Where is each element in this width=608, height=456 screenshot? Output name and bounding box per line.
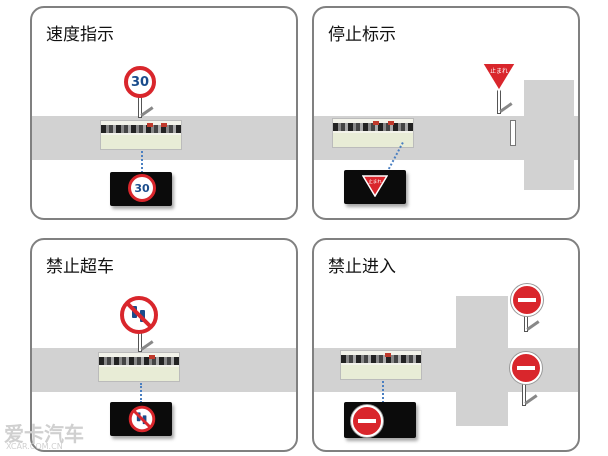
crossroad: [524, 80, 574, 190]
stop-triangle-sign: 止まれ: [481, 62, 517, 92]
display-screen: [344, 402, 416, 438]
panel-title: 停止标示: [328, 25, 396, 45]
screen-stop-icon: 止まれ: [362, 175, 388, 197]
panel-title: 禁止超车: [46, 257, 114, 277]
panel-title: 速度指示: [46, 25, 114, 45]
connector-line: [382, 381, 384, 403]
camera-view-thumbnail: [332, 118, 414, 148]
panel-no-overtaking: 禁止超车: [30, 238, 298, 452]
crossroad: [456, 296, 508, 426]
panel-speed-indication: 速度指示 30 30: [30, 6, 298, 220]
speed-limit-value: 30: [130, 74, 150, 90]
screen-no-overtaking-icon: [128, 405, 156, 433]
connector-line: [140, 383, 142, 403]
pole-shadow: [499, 102, 513, 113]
screen-stop-text: 止まれ: [368, 178, 382, 185]
speed-limit-sign: 30: [124, 66, 156, 98]
screen-no-entry-icon: [351, 405, 383, 437]
watermark-url: XCAR.COM.CN: [6, 442, 63, 451]
screen-speed-icon: 30: [128, 174, 156, 202]
camera-view-thumbnail: [340, 350, 422, 380]
no-entry-sign-upper: [511, 284, 543, 316]
connector-line: [141, 151, 143, 173]
stop-sign-text: 止まれ: [490, 67, 508, 75]
pole-shadow: [526, 320, 540, 331]
screen-speed-value: 30: [134, 181, 150, 195]
no-overtaking-sign: [120, 296, 158, 334]
pole-shadow: [524, 394, 538, 405]
stop-line: [510, 120, 516, 146]
display-screen: 止まれ: [344, 170, 406, 204]
panel-title: 禁止进入: [328, 257, 396, 277]
camera-view-thumbnail: [98, 352, 180, 382]
display-screen: [110, 402, 172, 436]
camera-view-thumbnail: [100, 120, 182, 150]
panel-stop-sign: 停止标示 止まれ 止まれ: [312, 6, 580, 220]
display-screen: 30: [110, 172, 172, 206]
watermark-brand: 爱卡汽车: [4, 422, 84, 446]
panel-no-entry: 禁止进入: [312, 238, 580, 452]
no-entry-sign-lower: [510, 352, 542, 384]
